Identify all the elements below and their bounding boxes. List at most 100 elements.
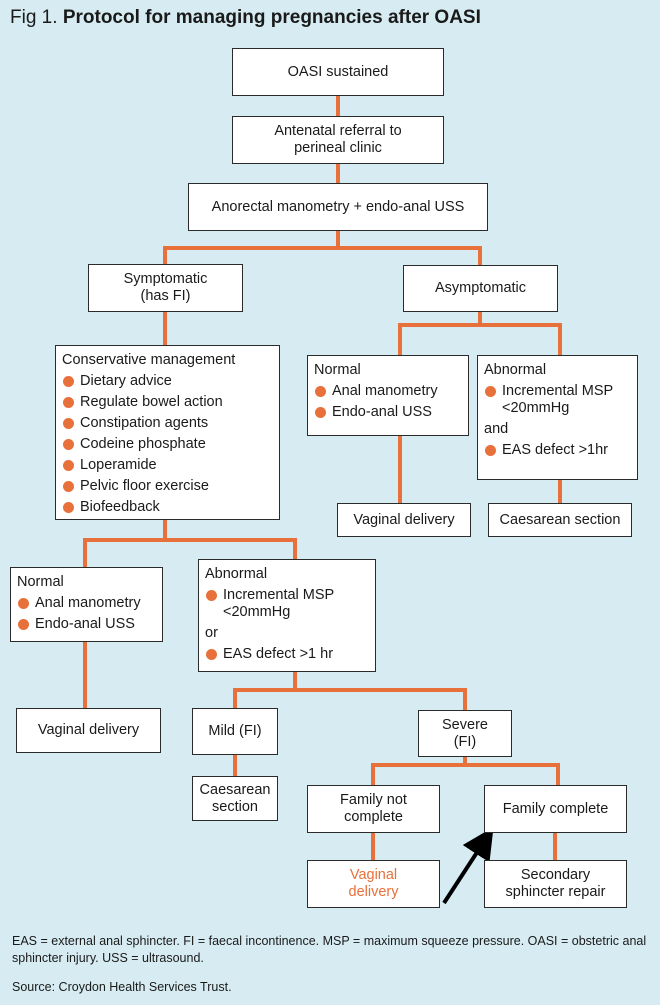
abbreviations-note: EAS = external anal sphincter. FI = faec… [12,934,647,965]
line: perineal clinic [294,140,382,156]
bullet-dot-icon [63,376,74,387]
box-fn-vaginal-delivery: Vaginal delivery [307,860,440,908]
bullet-item: EAS defect >1 hr [205,646,369,663]
box-anorectal-manometry: Anorectal manometry + endo-anal USS [188,183,488,231]
box-heading: Abnormal [484,362,547,378]
bullet-item: Endo-anal USS [314,404,462,421]
box-heading: Conservative management [62,352,236,368]
line: Caesarean section [499,511,621,528]
line: delivery [348,884,399,900]
bullet-dot-icon [63,418,74,429]
line: (has FI) [140,288,191,304]
bullet-dot-icon [315,407,326,418]
bullet-dot-icon [63,397,74,408]
box-asymptomatic: Asymptomatic [403,265,558,312]
box-symptomatic: Symptomatic (has FI) [88,264,243,312]
line: Family complete [502,800,609,817]
box-severe-fi: Severe (FI) [418,710,512,757]
line: Secondary [520,867,591,883]
box-asymptomatic-normal: Normal Anal manometry Endo-anal USS [307,355,469,436]
bullet-text: Incremental MSP <20mmHg [223,587,334,620]
bullet-dot-icon [18,598,29,609]
line: Symptomatic [123,271,208,287]
line: Asymptomatic [434,280,527,296]
bullet-text: Anal manometry [35,595,141,611]
box-family-not-complete: Family not complete [307,785,440,833]
box-secondary-sphincter-repair: Secondary sphincter repair [484,860,627,908]
line: complete [344,809,403,825]
line: sphincter repair [505,884,606,900]
line: Antenatal referral to [274,123,402,139]
bullet-dot-icon [206,590,217,601]
bullet-item: Loperamide [62,457,273,474]
box-symptomatic-normal: Normal Anal manometry Endo-anal USS [10,567,163,642]
line: Family not [340,792,407,808]
bullet-text: Endo-anal USS [35,616,135,632]
bullet-dot-icon [63,460,74,471]
figure-number: Fig 1. [10,7,58,28]
bullet-item: EAS defect >1hr [484,442,631,459]
connector-asymptomatic-split [398,310,562,357]
bullet-text: Biofeedback [80,499,160,515]
bullet-text: Codeine phosphate [80,436,206,452]
connective-word: and [484,421,509,437]
box-sym-vaginal-delivery: Vaginal delivery [16,708,161,753]
bullet-text: Loperamide [80,457,157,473]
bullet-dot-icon [63,502,74,513]
line: Severe [442,716,488,733]
bullet-dot-icon [63,481,74,492]
line: Mild (FI) [208,723,262,739]
bullet-text: Dietary advice [80,373,172,389]
box-mild-fi: Mild (FI) [192,708,278,755]
box-mild-caesarean-section: Caesarean section [192,776,278,821]
line: (FI) [453,733,477,750]
connector-abnormal-split [233,670,467,712]
bullet-dot-icon [315,386,326,397]
line: Vaginal delivery [37,722,140,738]
bullet-item: Endo-anal USS [17,616,156,633]
bullet-dot-icon [206,649,217,660]
line: Vaginal delivery [353,511,455,528]
box-family-complete: Family complete [484,785,627,833]
source-note: Source: Croydon Health Services Trust. [12,980,232,994]
box-heading: Normal [17,574,64,590]
bullet-item: Dietary advice [62,373,273,390]
bullet-item: Incremental MSP <20mmHg [484,383,631,417]
box-antenatal-referral: Antenatal referral to perineal clinic [232,116,444,164]
bullet-item: Anal manometry [314,383,462,400]
bullet-dot-icon [485,445,496,456]
box-heading: Abnormal [205,566,268,582]
figure-heading: Protocol for managing pregnancies after … [62,7,481,28]
line: Caesarean [199,781,271,798]
bullet-item: Pelvic floor exercise [62,478,273,495]
connective-word: or [205,625,218,641]
arrow-vaginal-to-family-complete [442,826,494,905]
box-asym-caesarean-section: Caesarean section [488,503,632,537]
bullet-item: Codeine phosphate [62,436,273,453]
bullet-text: Constipation agents [80,415,209,431]
line: section [212,798,258,815]
bullet-text: Pelvic floor exercise [80,478,209,494]
line: OASI sustained [287,63,389,80]
box-conservative-management: Conservative management Dietary advice R… [55,345,280,520]
box-asymptomatic-abnormal: Abnormal Incremental MSP <20mmHg and EAS… [477,355,638,480]
bullet-item: Constipation agents [62,415,273,432]
bullet-dot-icon [63,439,74,450]
bullet-dot-icon [485,386,496,397]
bullet-text: Incremental MSP <20mmHg [502,383,613,416]
box-asym-vaginal-delivery: Vaginal delivery [337,503,471,537]
bullet-item: Anal manometry [17,595,156,612]
bullet-text: EAS defect >1hr [502,442,608,458]
line: Anorectal manometry + endo-anal USS [211,198,465,215]
connector-manometry-split [163,229,482,267]
bullet-text: EAS defect >1 hr [223,646,334,662]
bullet-item: Incremental MSP <20mmHg [205,587,369,621]
line: Vaginal [349,867,398,883]
bullet-text: Regulate bowel action [80,394,223,410]
bullet-text: Endo-anal USS [332,404,432,420]
connector-severe-split [371,755,560,787]
bullet-text: Anal manometry [332,383,438,399]
bullet-item: Regulate bowel action [62,394,273,411]
box-oasi-sustained: OASI sustained [232,48,444,96]
